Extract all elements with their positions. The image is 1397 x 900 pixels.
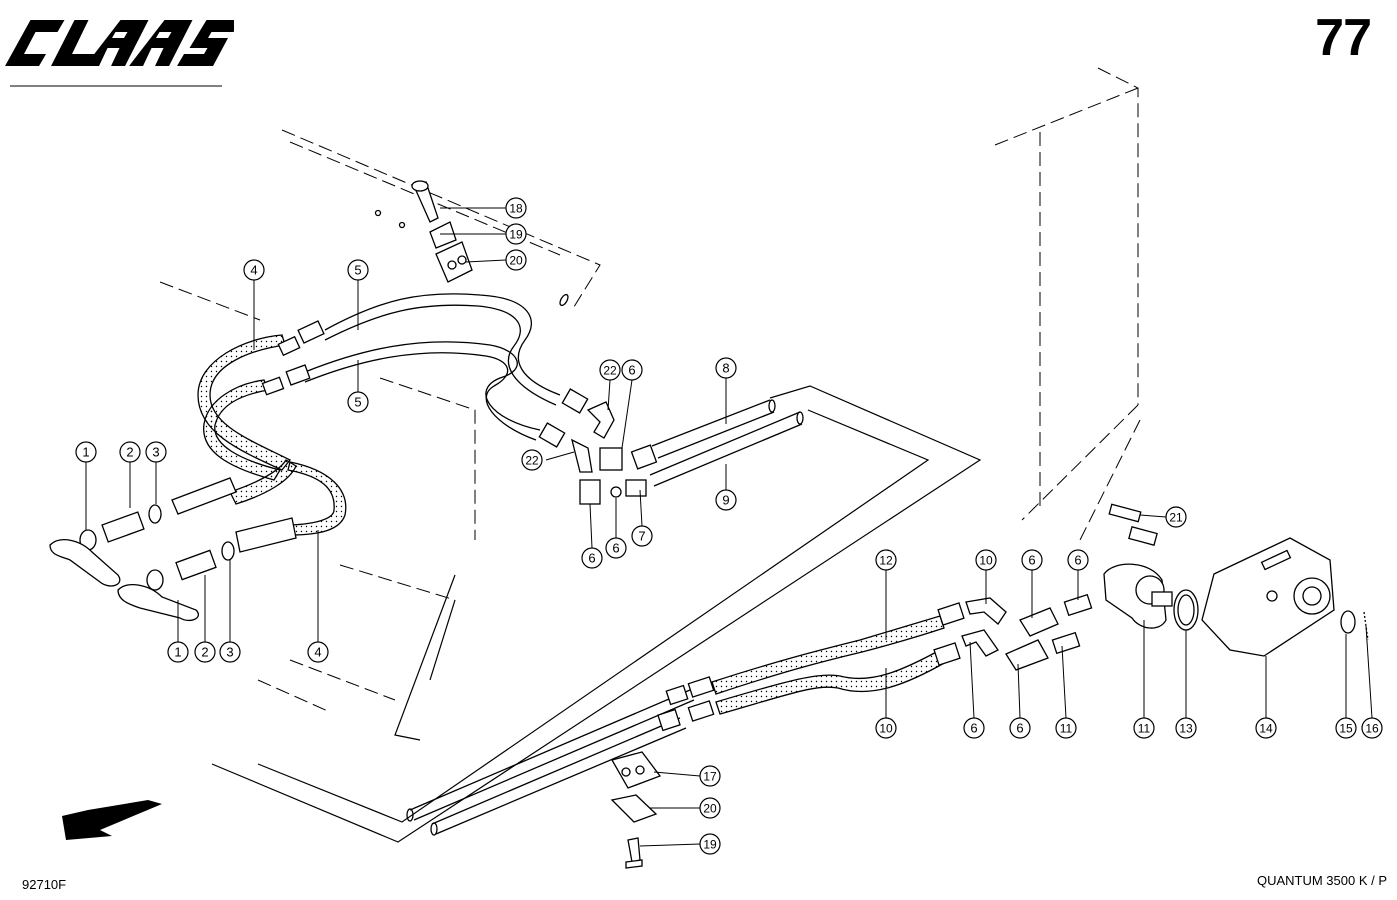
callout-number: 19: [703, 838, 717, 852]
callout-1: 1: [75, 441, 97, 463]
callout-number: 6: [612, 541, 619, 556]
callout-6: 6: [581, 547, 603, 569]
callout-2: 2: [119, 441, 141, 463]
callout-number: 22: [525, 454, 539, 468]
callout-2: 2: [194, 641, 216, 663]
callout-number: 15: [1339, 722, 1353, 736]
callout-6: 6: [605, 537, 627, 559]
callout-6: 6: [963, 717, 985, 739]
callout-number: 4: [250, 263, 257, 278]
callout-5: 5: [347, 259, 369, 281]
callout-18: 18: [505, 197, 527, 219]
callout-number: 20: [509, 254, 523, 268]
callout-10: 10: [975, 549, 997, 571]
callout-number: 5: [354, 395, 361, 410]
callout-number: 6: [588, 551, 595, 566]
callout-number: 11: [1138, 722, 1151, 736]
callout-number: 5: [354, 263, 361, 278]
callout-19: 19: [505, 223, 527, 245]
callout-14: 14: [1255, 717, 1277, 739]
callout-number: 3: [226, 645, 233, 660]
callout-20: 20: [505, 249, 527, 271]
callout-1: 1: [167, 641, 189, 663]
callout-number: 20: [703, 802, 717, 816]
callout-number: 17: [703, 770, 717, 784]
callout-9: 9: [715, 489, 737, 511]
callout-number: 6: [628, 363, 635, 378]
callout-number: 6: [1074, 553, 1081, 568]
callout-number: 1: [174, 645, 181, 660]
callout-number: 9: [722, 493, 729, 508]
callout-number: 6: [970, 721, 977, 736]
callout-6: 6: [621, 359, 643, 381]
callout-number: 18: [509, 202, 523, 216]
callout-13: 13: [1175, 717, 1197, 739]
model-label: QUANTUM 3500 K / P: [1256, 873, 1387, 888]
claas-logo: [5, 20, 234, 66]
callout-number: 19: [509, 228, 523, 242]
callout-number: 11: [1060, 722, 1073, 736]
callout-number: 10: [879, 722, 893, 736]
callout-16: 16: [1361, 717, 1383, 739]
callout-number: 3: [152, 445, 159, 460]
callout-number: 21: [1169, 511, 1183, 525]
callout-19: 19: [699, 833, 721, 855]
callout-number: 13: [1179, 722, 1193, 736]
callout-4: 4: [307, 641, 329, 663]
callout-number: 12: [879, 554, 893, 568]
callout-number: 14: [1259, 722, 1273, 736]
callout-20: 20: [699, 797, 721, 819]
page-number: 77: [1315, 9, 1372, 67]
callout-number: 7: [638, 529, 645, 544]
callout-15: 15: [1335, 717, 1357, 739]
callout-number: 16: [1365, 722, 1379, 736]
callout-6: 6: [1009, 717, 1031, 739]
callout-10: 10: [875, 717, 897, 739]
drawing-id: 92710F: [22, 877, 67, 892]
callout-21: 21: [1165, 506, 1187, 528]
callout-11: 11: [1055, 717, 1077, 739]
callout-6: 6: [1021, 549, 1043, 571]
callout-number: 1: [82, 445, 89, 460]
callout-5: 5: [347, 391, 369, 413]
callout-number: 22: [603, 364, 617, 378]
callout-number: 6: [1016, 721, 1023, 736]
callout-number: 8: [722, 361, 729, 376]
callout-17: 17: [699, 765, 721, 787]
callout-22: 22: [599, 359, 621, 381]
callout-6: 6: [1067, 549, 1089, 571]
callout-number: 6: [1028, 553, 1035, 568]
callout-22: 22: [521, 449, 543, 471]
callout-4: 4: [243, 259, 265, 281]
callout-7: 7: [631, 525, 653, 547]
callout-number: 2: [126, 445, 133, 460]
callout-3: 3: [219, 641, 241, 663]
callout-8: 8: [715, 357, 737, 379]
callout-11: 11: [1133, 717, 1155, 739]
callout-number: 10: [979, 554, 993, 568]
callout-number: 2: [201, 645, 208, 660]
direction-arrow-icon: [62, 800, 162, 840]
callout-number: 4: [314, 645, 321, 660]
callout-3: 3: [145, 441, 167, 463]
callout-12: 12: [875, 549, 897, 571]
